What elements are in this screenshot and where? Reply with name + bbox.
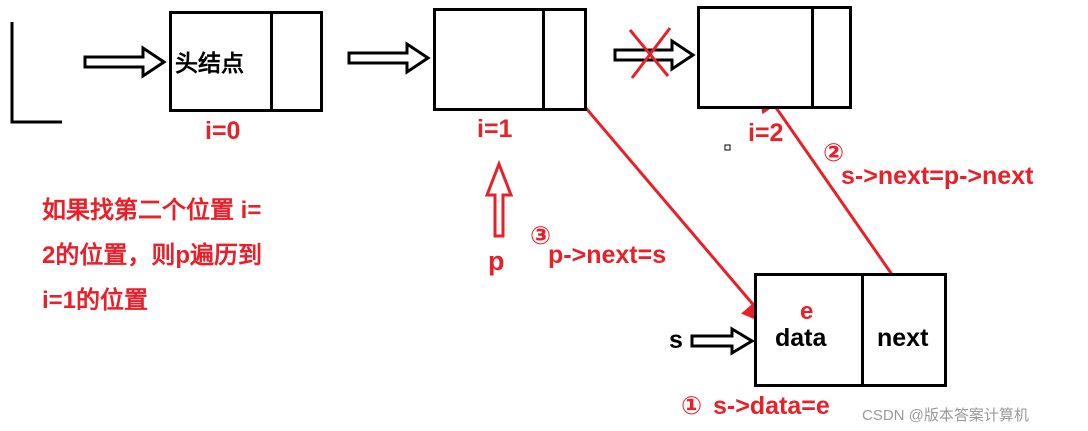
hollow-arrow-to-node2 <box>613 38 696 72</box>
node-1 <box>433 8 587 111</box>
head-pointer-bracket <box>10 22 62 124</box>
step1-marker: ① <box>681 392 703 420</box>
head-node <box>169 11 323 112</box>
cross-mark-icon <box>628 27 672 79</box>
new-node-next-field: next <box>877 324 929 352</box>
step3-text: p->next=s <box>548 241 667 269</box>
pointer-p-label: p <box>488 246 505 276</box>
step3-marker: ③ <box>530 222 552 250</box>
hollow-arrow-s-to-new-node <box>690 326 755 356</box>
index-label-0: i=0 <box>205 117 241 145</box>
node-2-divider <box>811 9 814 106</box>
new-node <box>754 273 947 387</box>
explanation-line-3: i=1的位置 <box>42 287 149 314</box>
step2-text: s->next=p->next <box>841 162 1034 190</box>
hollow-arrow-to-node1 <box>347 41 431 75</box>
new-node-data-value: e <box>800 298 814 325</box>
step3-link-arrow <box>560 79 772 327</box>
new-node-data-field: data <box>775 324 827 352</box>
step1-text: s->data=e <box>713 392 830 420</box>
hollow-arrow-to-head <box>83 45 167 79</box>
explanation-line-1: 如果找第二个位置 i= <box>42 197 262 224</box>
explanation-line-2: 2的位置，则p遍历到 <box>42 242 263 269</box>
index-label-2: i=2 <box>748 119 784 147</box>
step2-marker: ② <box>823 139 845 167</box>
pointer-s-label: s <box>669 326 683 354</box>
pointer-p-arrow <box>484 159 514 238</box>
new-node-divider <box>861 276 864 384</box>
node-1-divider <box>542 11 545 108</box>
stray-dot <box>724 144 731 151</box>
index-label-1: i=1 <box>477 115 513 143</box>
watermark: CSDN @版本答案计算机 <box>862 407 1029 424</box>
node-2 <box>697 6 852 109</box>
head-node-divider <box>270 14 273 109</box>
head-node-label: 头结点 <box>175 50 244 76</box>
